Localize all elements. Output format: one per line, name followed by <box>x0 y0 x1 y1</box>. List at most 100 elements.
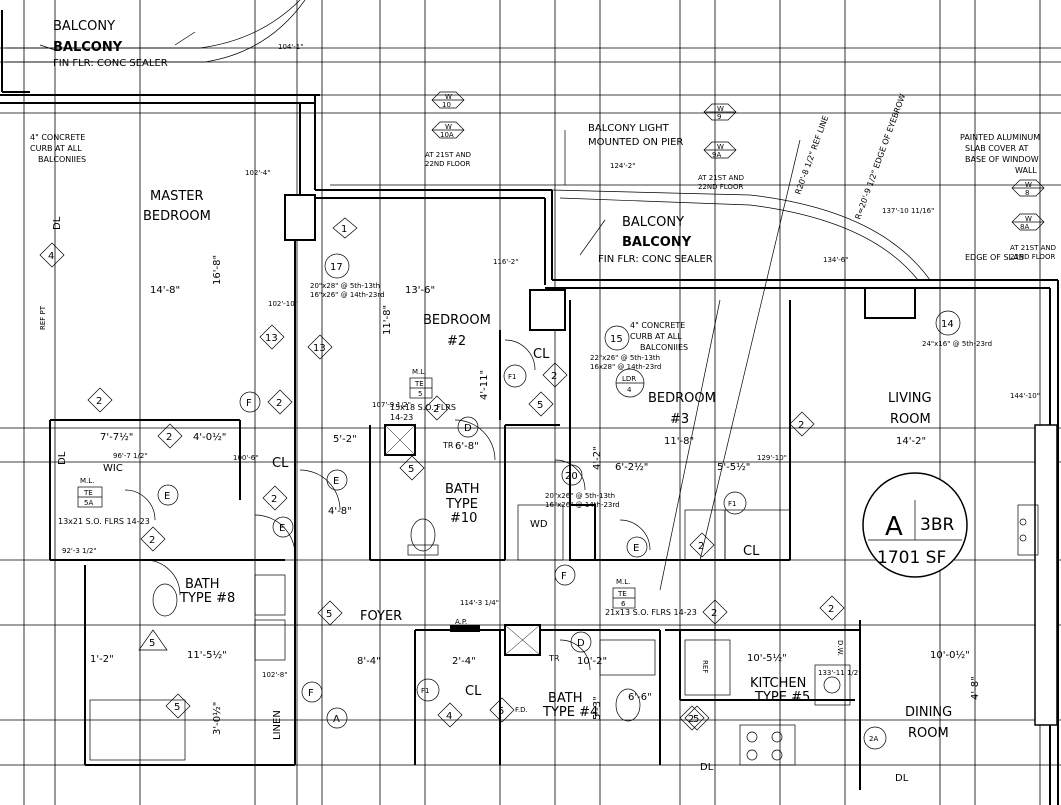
ml-box-wic: M.L. TE 5A <box>77 477 103 508</box>
svg-text:15x18 S.O. FLRS: 15x18 S.O. FLRS <box>390 403 456 412</box>
ap-label: A.P. <box>455 618 467 626</box>
svg-text:4: 4 <box>48 251 54 262</box>
svg-text:6'-6": 6'-6" <box>628 692 652 703</box>
svg-text:M.L.: M.L. <box>412 368 426 376</box>
svg-text:144'-10": 144'-10" <box>1010 392 1040 400</box>
svg-text:2: 2 <box>271 494 277 505</box>
svg-text:24"x16" @ 5th-23rd: 24"x16" @ 5th-23rd <box>922 340 992 348</box>
balcony-right-label: BALCONY <box>622 215 684 230</box>
svg-text:5: 5 <box>174 702 180 713</box>
window-tag-8a: W 8A <box>1011 213 1045 231</box>
svg-text:2: 2 <box>276 398 282 409</box>
svg-text:W: W <box>445 123 452 131</box>
living-room-label-1: LIVING <box>888 391 932 406</box>
so-notes: 15x18 S.O. FLRS 14-23 13x21 S.O. FLRS 14… <box>58 282 992 617</box>
svg-text:4'-2": 4'-2" <box>592 446 603 470</box>
window-tag-10: W 10 <box>431 91 465 109</box>
svg-text:8'-4": 8'-4" <box>357 656 381 667</box>
svg-text:W: W <box>717 105 724 113</box>
unit-type: 3BR <box>920 515 954 535</box>
window-tag-9a: W 9A <box>703 141 737 159</box>
svg-text:107'-9 1/2": 107'-9 1/2" <box>372 401 411 409</box>
svg-text:4: 4 <box>446 711 452 722</box>
svg-text:5: 5 <box>498 706 504 717</box>
svg-text:21x13 S.O. FLRS 14-23: 21x13 S.O. FLRS 14-23 <box>605 608 697 617</box>
curb-note-right-1: 4" CONCRETE <box>630 321 685 330</box>
svg-text:D: D <box>577 638 585 649</box>
ref-pt-mark: REF PT <box>39 305 47 330</box>
balcony-left-label: BALCONY <box>53 19 115 34</box>
balcony-left-finish: FIN FLR: CONC SEALER <box>53 58 168 69</box>
circle-tags: 17 15 14 20 F F F E E E E D D A F1 F1 F1… <box>157 253 961 750</box>
svg-text:6'-2½": 6'-2½" <box>615 461 648 473</box>
kitchen-label-1: KITCHEN <box>750 676 806 691</box>
svg-text:10'-0½": 10'-0½" <box>930 649 970 661</box>
svg-text:5: 5 <box>693 714 699 725</box>
curb-note-left-3: BALCONIIES <box>38 155 86 164</box>
svg-text:8: 8 <box>1025 189 1029 197</box>
svg-text:2: 2 <box>711 608 717 619</box>
svg-text:13'-6": 13'-6" <box>405 285 435 296</box>
curb-note-left-2: CURB AT ALL <box>30 144 82 153</box>
painted-note-2: SLAB COVER AT <box>965 144 1028 153</box>
svg-text:16x28" @ 14th-23rd: 16x28" @ 14th-23rd <box>590 363 661 371</box>
linen-label: LINEN <box>272 710 283 740</box>
svg-text:102'-10": 102'-10" <box>268 300 298 308</box>
svg-text:F: F <box>308 688 314 699</box>
master-bedroom-label-1: MASTER <box>150 189 204 204</box>
bedroom3-label-2: #3 <box>670 412 689 427</box>
svg-text:2: 2 <box>433 404 439 415</box>
svg-text:E: E <box>279 523 285 534</box>
svg-text:116'-2": 116'-2" <box>493 258 518 266</box>
dl-mark-1: DL <box>52 216 63 230</box>
svg-text:4'-0½": 4'-0½" <box>193 431 226 443</box>
window-8a-note-2: 22ND FLOOR <box>1010 253 1055 261</box>
wd-label: WD <box>530 519 548 530</box>
door-swings <box>124 339 651 671</box>
svg-text:2: 2 <box>96 396 102 407</box>
columns <box>284 194 1058 726</box>
dl-mark-2: DL <box>57 451 68 465</box>
living-room-label-2: ROOM <box>890 412 931 427</box>
bath4-label-2: TYPE #4 <box>542 705 598 720</box>
bedroom3-label-1: BEDROOM <box>648 391 716 406</box>
svg-text:W: W <box>1025 215 1032 223</box>
bath10-label-2: TYPE <box>445 497 478 512</box>
svg-text:11'-8": 11'-8" <box>382 305 393 335</box>
svg-text:4'-8": 4'-8" <box>328 506 352 517</box>
svg-text:1'-2": 1'-2" <box>90 654 114 665</box>
svg-text:5: 5 <box>149 638 155 649</box>
painted-note-4: WALL <box>1015 166 1037 175</box>
bath4-label-1: BATH <box>548 691 583 706</box>
svg-text:2A: 2A <box>869 735 878 743</box>
svg-text:5: 5 <box>408 464 414 475</box>
svg-text:7'-7½": 7'-7½" <box>100 431 133 443</box>
balcony-right-name: BALCONY <box>622 235 692 250</box>
unit-letter: A <box>885 512 903 542</box>
svg-text:2: 2 <box>798 420 804 431</box>
svg-text:D: D <box>464 423 472 434</box>
tr-mark-1: TR <box>442 441 454 450</box>
balcony-left-name: BALCONY <box>53 40 123 55</box>
window-10a-note-2: 22ND FLOOR <box>425 160 470 168</box>
svg-text:W: W <box>717 143 724 151</box>
svg-text:W: W <box>1025 181 1032 189</box>
ml-box-bedroom2: M.L. TE 5 <box>409 368 433 399</box>
svg-text:104'-1": 104'-1" <box>278 43 303 51</box>
dl-mark-4: DL <box>895 773 909 784</box>
svg-text:15: 15 <box>610 334 623 345</box>
svg-text:14'-2": 14'-2" <box>896 436 926 447</box>
svg-text:20: 20 <box>565 471 578 482</box>
svg-text:11'-8": 11'-8" <box>664 436 694 447</box>
ml-box-foyer: M.L. TE 6 <box>612 578 636 609</box>
svg-text:102'-4": 102'-4" <box>245 169 270 177</box>
svg-text:16"x26" @ 14th-23rd: 16"x26" @ 14th-23rd <box>310 291 385 299</box>
fd-label: F.D. <box>515 706 528 714</box>
svg-text:16"x26" @ 14th-23rd: 16"x26" @ 14th-23rd <box>545 501 620 509</box>
svg-text:F1: F1 <box>728 500 736 508</box>
unit-area: 1701 SF <box>877 548 946 568</box>
svg-text:22"x26" @ 5th-13th: 22"x26" @ 5th-13th <box>590 354 660 362</box>
bedroom2-label-2: #2 <box>447 334 466 349</box>
fixtures <box>89 504 1039 766</box>
